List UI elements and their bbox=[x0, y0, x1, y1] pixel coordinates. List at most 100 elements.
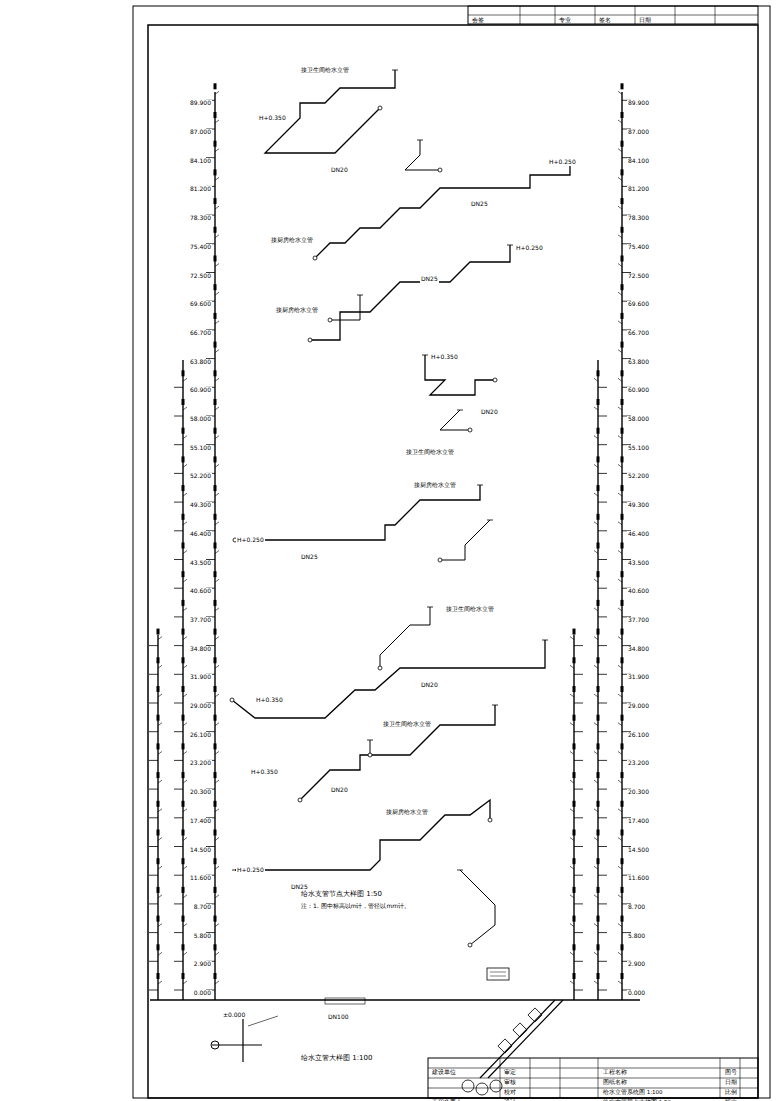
valve-symbol bbox=[214, 370, 217, 376]
fixture-symbol bbox=[308, 338, 312, 342]
elevation-label: 20.300 bbox=[189, 789, 212, 796]
label-holder: 49.300 bbox=[189, 493, 212, 511]
label-holder: H+0.250 bbox=[515, 236, 544, 254]
branch-stub bbox=[594, 579, 598, 582]
valve-symbol bbox=[182, 600, 185, 606]
fixture-symbol bbox=[468, 943, 472, 947]
drawing-caption: 给水支管节点大样图 1:50 bbox=[300, 891, 383, 899]
branch-stub bbox=[215, 120, 219, 123]
elevation-label: 23.200 bbox=[189, 760, 212, 767]
valve-symbol bbox=[157, 715, 160, 721]
elevation-label: 49.300 bbox=[189, 502, 212, 509]
label-holder: DN20 bbox=[420, 673, 439, 691]
elevation-label: 11.600 bbox=[189, 875, 212, 882]
branch-stub bbox=[574, 961, 583, 962]
valve-symbol bbox=[182, 944, 185, 950]
valve-symbol bbox=[214, 141, 217, 147]
valve-symbol bbox=[214, 629, 217, 635]
elevation-label: 87.000 bbox=[627, 129, 650, 136]
branch-stub bbox=[215, 235, 219, 238]
valve-symbol bbox=[621, 629, 624, 635]
branch-stub bbox=[618, 551, 622, 554]
pipe-cap bbox=[422, 355, 428, 356]
branch-stub bbox=[174, 559, 183, 560]
valve-symbol bbox=[573, 657, 576, 663]
branch-stub bbox=[598, 473, 607, 474]
valve-symbol bbox=[214, 916, 217, 922]
branch-pipe bbox=[315, 160, 570, 258]
branch-stub bbox=[174, 875, 183, 876]
branch-stub bbox=[215, 579, 219, 582]
label-holder: 87.000 bbox=[189, 120, 212, 138]
branch-stub bbox=[215, 981, 219, 984]
elevation-label: 46.400 bbox=[189, 531, 212, 538]
valve-symbol bbox=[182, 686, 185, 692]
label-holder: 设计 bbox=[503, 1090, 517, 1101]
label-holder: DN25 bbox=[420, 267, 439, 285]
valve-symbol bbox=[573, 801, 576, 807]
branch-pipe bbox=[310, 245, 510, 340]
valve-symbol bbox=[597, 485, 600, 491]
valve-symbol bbox=[621, 514, 624, 520]
branch-stub bbox=[598, 903, 607, 904]
branch-stub bbox=[594, 809, 598, 812]
title-block bbox=[428, 1058, 758, 1098]
note-text: 注：1. 图中标高以m计，管径以mm计。 bbox=[300, 903, 411, 910]
service-entry bbox=[325, 968, 563, 1095]
tag-box bbox=[325, 998, 365, 1004]
branch-stub bbox=[594, 952, 598, 955]
elevation-label: 29.000 bbox=[189, 703, 212, 710]
branch-stub bbox=[574, 903, 583, 904]
valve-symbol bbox=[597, 571, 600, 577]
main-pipe bbox=[480, 1000, 555, 1078]
pipe-cap bbox=[457, 410, 463, 411]
elevation-label: 5.800 bbox=[627, 933, 646, 940]
branch-stub bbox=[574, 846, 583, 847]
elevation-label: 60.900 bbox=[189, 387, 212, 394]
valve-symbol bbox=[214, 973, 217, 979]
valve-symbol bbox=[182, 887, 185, 893]
elevation-label: 31.900 bbox=[627, 674, 650, 681]
branch-stub bbox=[158, 723, 162, 726]
branch-stub bbox=[149, 731, 158, 732]
branch-stub bbox=[183, 723, 187, 726]
pipe-line bbox=[242, 1015, 243, 1062]
label-holder: DN25 bbox=[300, 545, 319, 563]
branch-stub bbox=[183, 809, 187, 812]
label-holder: 给水支管节点大样图 1:50 bbox=[300, 882, 383, 900]
label-holder: DN100 bbox=[327, 1005, 350, 1023]
meter-symbol bbox=[528, 1008, 542, 1022]
label-holder: 日期 bbox=[638, 8, 652, 26]
label-holder: ±0.000 bbox=[222, 1003, 246, 1021]
label-holder: 63.800 bbox=[627, 350, 650, 368]
label-holder: 工程负责人 bbox=[431, 1090, 463, 1101]
label-holder: 81.200 bbox=[627, 177, 650, 195]
branch-stub bbox=[570, 665, 574, 668]
valve-symbol bbox=[214, 514, 217, 520]
label-holder: 46.400 bbox=[189, 522, 212, 540]
branch-stub bbox=[574, 645, 583, 646]
label-holder: 43.500 bbox=[189, 551, 212, 569]
label-holder: H+0.350 bbox=[430, 345, 459, 363]
branch-stub bbox=[618, 809, 622, 812]
branch-stub bbox=[183, 551, 187, 554]
valve-symbol bbox=[214, 858, 217, 864]
branch-pipe bbox=[460, 870, 495, 945]
main-pipe bbox=[150, 999, 640, 1001]
valve-symbol bbox=[621, 112, 624, 118]
riser-pipe bbox=[214, 92, 215, 1000]
valve-symbol bbox=[573, 830, 576, 836]
branch-stub bbox=[215, 723, 219, 726]
elevation-label: 8.700 bbox=[627, 904, 646, 911]
label-holder: 0.000 bbox=[193, 981, 212, 999]
branch-stub bbox=[618, 780, 622, 783]
label-holder: 75.400 bbox=[627, 235, 650, 253]
valve-symbol bbox=[621, 715, 624, 721]
branch-pipe bbox=[300, 705, 495, 800]
pipe-section-circle bbox=[476, 1083, 488, 1095]
stamp-box bbox=[487, 968, 509, 980]
branch-stub bbox=[149, 875, 158, 876]
label-holder: DN20 bbox=[330, 778, 349, 796]
valve-symbol bbox=[573, 858, 576, 864]
valve-symbol bbox=[597, 514, 600, 520]
